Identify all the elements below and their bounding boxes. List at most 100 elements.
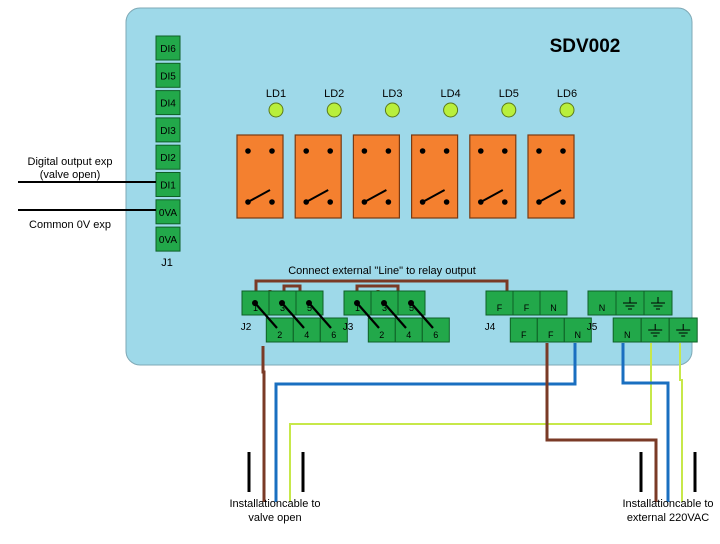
j1-pin-label: DI2 [160,153,176,164]
j4-bottom-cell [563,317,592,343]
led-indicator [559,102,575,118]
board [125,7,693,366]
j1-pin-label: DI6 [160,44,176,55]
j2-top-label: 3 [280,303,285,313]
j1-pin-label: DI4 [160,99,176,110]
j1-pin [155,62,181,88]
j1-pin [155,172,181,197]
switch-link [308,302,332,329]
j5-bottom-label: N [624,330,631,340]
digital-output-label: Digital output exp [28,156,113,168]
j3-top-label: 3 [382,303,387,313]
led-indicator [384,102,400,118]
j5-bottom-cell [612,317,642,343]
cable-220-label: Installationcable to [622,498,713,510]
earth-icon [623,297,637,310]
j4-top-label: F [497,303,503,313]
relay [527,134,575,219]
switch-link [356,302,380,329]
j2-bottom-label: 6 [331,330,336,340]
j2-bottom-label: 4 [304,330,309,340]
led-indicator [268,102,284,118]
external-cables [247,343,697,502]
relay [294,134,342,219]
switch-link [254,302,278,329]
led-label: LD4 [441,88,461,100]
blue-wire-valve [274,343,577,502]
relay [411,134,459,219]
earth-icon [676,324,691,337]
j3-top-cell [343,290,372,316]
j3-bottom-label: 2 [379,330,384,340]
led-indicator [326,102,342,118]
j5-label: J5 [587,322,598,333]
led-row: LD1 LD2 LD3 LD4 LD5 LD6 [266,88,577,118]
j3-bottom-label: 6 [433,330,438,340]
j4-bottom-label: F [521,330,527,340]
led-label: LD5 [499,88,519,100]
j2-top-label: 5 [307,303,312,313]
led-label: LD2 [324,88,344,100]
relay [236,134,284,219]
j4-bottom-cell [509,317,538,343]
j3-top-label: 5 [409,303,414,313]
cable-220-sublabel: external 220VAC [627,512,709,524]
j1-pin-label: DI3 [160,126,176,137]
relay [352,134,400,219]
j5-top-cell [587,290,617,316]
led-label: LD1 [266,88,286,100]
j4-top-label: N [550,303,557,313]
common-0v-label: Common 0V exp [29,219,111,231]
cable-valve-label: Installationcable to [229,498,320,510]
j1-pin-label: DI5 [160,71,176,82]
connect-line-note: Connect external "Line" to relay output [288,265,476,277]
digital-output-sublabel: (valve open) [40,169,101,181]
switch-link [281,302,305,329]
led-indicator [501,102,517,118]
j1-pin [155,144,181,170]
board-title: SDV002 [550,36,621,57]
j1-pin [155,90,181,116]
green-yellow-wire-220 [679,343,683,502]
j2-connector: 1 3 5 2 4 6 J2 [241,290,348,343]
cable-valve-sublabel: valve open [248,512,301,524]
blue-wire-220 [621,343,670,502]
j4-top-label: F [524,303,530,313]
relay [469,134,517,219]
switch-link [383,302,407,329]
j4-bottom-label: F [548,330,554,340]
j2-bottom-cell [292,317,321,343]
relay-row [236,134,575,219]
led-indicator [443,102,459,118]
j1-pin-label: 0VA [159,235,177,246]
green-yellow-wire-valve [289,343,652,502]
j1-pin [155,35,181,61]
switch-link [410,302,434,329]
j3-top-label: 1 [355,303,360,313]
j1-pin [155,226,181,252]
earth-icon [648,324,663,337]
brown-wire-220 [545,343,658,502]
j3-bottom-label: 4 [406,330,411,340]
brown-wire-valve [261,346,266,502]
j1-pin-label: DI1 [160,181,176,192]
earth-icon [651,297,665,310]
j2-top-label: 1 [253,303,258,313]
led-label: LD3 [382,88,402,100]
j2-label: J2 [241,322,252,333]
led-label: LD6 [557,88,577,100]
j1-pin [155,117,181,143]
j1-pin [155,199,181,225]
j1-label: J1 [161,257,173,269]
j4-top-cell [539,290,568,316]
j4-label: J4 [485,322,496,333]
j1-pin-label: 0VA [159,208,177,219]
j5-top-label: N [599,303,606,313]
j2-bottom-label: 2 [277,330,282,340]
